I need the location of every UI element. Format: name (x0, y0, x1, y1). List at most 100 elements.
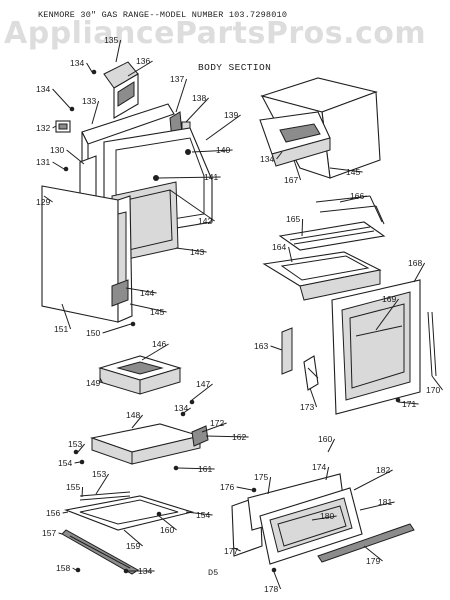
leader-132 (52, 125, 57, 129)
leader-175 (267, 476, 272, 495)
part-hinge-strip-163 (281, 327, 293, 375)
leader-154 (185, 511, 213, 516)
part-screw-134-kickplate (123, 568, 129, 574)
callout-134: 134 (174, 403, 188, 413)
leader-162 (205, 435, 249, 438)
callout-166: 166 (350, 191, 364, 201)
part-rod-170 (427, 311, 437, 377)
footer-code: D5 (208, 568, 219, 578)
callout-134: 134 (36, 84, 50, 94)
leader-143 (175, 247, 207, 253)
leader-149 (99, 377, 104, 384)
callout-145: 145 (346, 167, 360, 177)
leader-134 (181, 407, 191, 415)
part-screw-176 (251, 487, 257, 493)
leader-131 (52, 161, 65, 170)
leader-141 (157, 176, 221, 179)
callout-148: 148 (126, 410, 140, 420)
leader-142 (169, 189, 215, 222)
leader-160 (158, 515, 177, 531)
callout-147: 147 (196, 379, 210, 389)
leader-171 (397, 401, 419, 405)
part-screws-misc (63, 166, 136, 327)
leader-138 (185, 97, 209, 123)
leader-165 (301, 218, 304, 237)
callout-135: 135 (104, 35, 118, 45)
part-kickplate-157 (61, 529, 139, 575)
callout-134: 134 (70, 58, 84, 68)
callout-174: 174 (312, 462, 326, 472)
callout-177: 177 (224, 546, 238, 556)
callout-130: 130 (50, 145, 64, 155)
leader-174 (325, 466, 330, 481)
callout-137: 137 (170, 74, 184, 84)
callout-141: 141 (204, 172, 218, 182)
leader-161 (177, 467, 215, 470)
part-handle-179 (317, 523, 415, 563)
callout-170: 170 (426, 385, 440, 395)
leader-163 (270, 345, 283, 351)
callout-150: 150 (86, 328, 100, 338)
part-screw-134 (69, 69, 97, 112)
callout-139: 139 (224, 110, 238, 120)
callout-143: 143 (190, 247, 204, 257)
leader-164 (288, 246, 293, 263)
leader-153 (77, 443, 85, 453)
leader-145 (329, 167, 363, 173)
leader-134 (276, 151, 283, 160)
part-latch-173 (303, 355, 319, 391)
leader-153 (95, 473, 110, 495)
diagram-title: KENMORE 30" GAS RANGE--MODEL NUMBER 103.… (38, 10, 288, 20)
leader-160 (327, 438, 336, 453)
callout-162: 162 (232, 432, 246, 442)
part-screw-158 (75, 567, 81, 573)
leader-176 (236, 486, 253, 491)
callout-129: 129 (36, 197, 50, 207)
callout-167: 167 (284, 175, 298, 185)
part-door-frame-168 (331, 279, 421, 415)
callout-160: 160 (318, 434, 332, 444)
callout-134: 134 (138, 566, 152, 576)
leader-145 (129, 303, 167, 313)
part-clip-132 (55, 120, 71, 133)
callout-159: 159 (126, 541, 140, 551)
part-drawer-bracket-172 (191, 425, 209, 447)
leader-139 (205, 114, 241, 141)
leader-173 (309, 387, 318, 408)
callout-173: 173 (300, 402, 314, 412)
leader-lines (43, 39, 443, 590)
leader-180 (311, 515, 337, 521)
leader-158 (72, 567, 77, 571)
leader-178 (273, 571, 282, 590)
leader-134 (86, 62, 93, 73)
leader-130 (66, 149, 85, 165)
leader-140 (191, 149, 233, 153)
section-title: BODY SECTION (198, 62, 272, 73)
leader-133 (91, 100, 100, 125)
callout-154: 154 (58, 458, 72, 468)
part-screw-153 (73, 449, 79, 455)
part-screw-154 (79, 459, 85, 465)
part-drawer-slide-155 (79, 491, 131, 501)
leader-177 (233, 547, 241, 552)
leader-166 (339, 195, 367, 203)
leader-168 (413, 262, 426, 283)
leader-179 (363, 545, 383, 562)
part-burner-grate-146 (98, 355, 182, 395)
leader-157 (58, 532, 63, 535)
leader-135 (115, 39, 122, 63)
callout-160: 160 (160, 525, 174, 535)
callout-163: 163 (254, 341, 268, 351)
callout-181: 181 (378, 497, 392, 507)
callout-151: 151 (54, 324, 68, 334)
leader-167 (293, 159, 302, 181)
leader-129 (43, 195, 53, 203)
part-drawer-front-182 (259, 487, 363, 565)
leader-137 (175, 78, 188, 113)
leader-182 (353, 469, 393, 491)
callout-171: 171 (402, 399, 416, 409)
callout-169: 169 (382, 294, 396, 304)
part-drawer-148 (89, 423, 203, 465)
callout-149: 149 (86, 378, 100, 388)
